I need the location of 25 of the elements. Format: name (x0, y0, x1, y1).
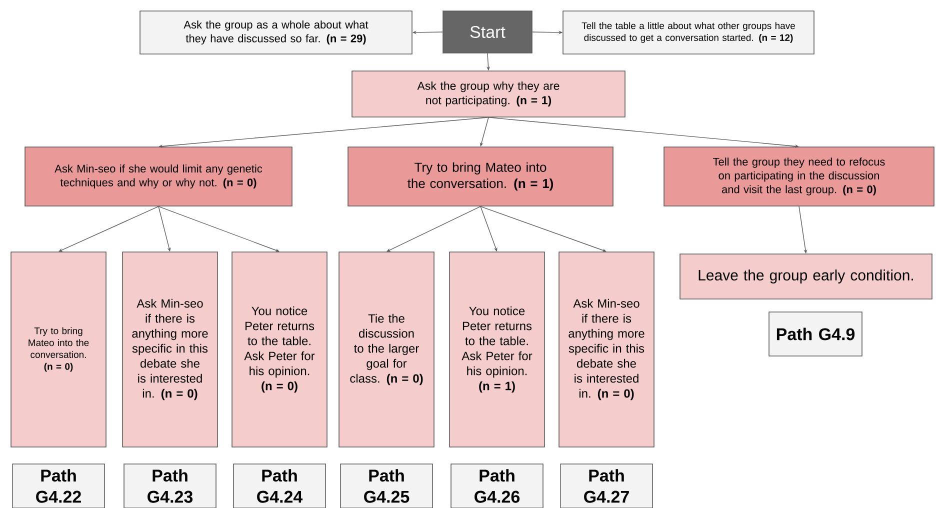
path-label-box: Path G4.25 (340, 464, 433, 508)
start-box: Start (442, 10, 532, 54)
action-box: Ask the group as a whole about what they have discussed so far. (n = 29) (140, 10, 412, 54)
path-label-box: Path G4.9 (768, 312, 862, 356)
action-box: Ask Min-seo if there is anything more specific in this debate she is interested in. (n = 0) (122, 252, 218, 448)
arrow (386, 206, 481, 252)
action-box: Tell the group they need to refocus on participating in the discussion and visit the last group. (n = 0) (664, 146, 934, 206)
action-box: You notice Peter returns to the table. Ask Peter for his opinion. (n = 1) (449, 252, 545, 448)
path-label-box: Path G4.26 (450, 464, 544, 508)
path-label-box: Path G4.22 (12, 464, 105, 508)
action-box: Ask the group why they are not participating. (n = 1) (352, 70, 626, 118)
action-box: Try to bring Mateo into the conversation. (n = 0) (10, 252, 106, 448)
action-box: Tell the table a little about what other groups have discussed to get a conversation started. (n = 12) (562, 10, 814, 54)
path-label-box: Path G4.23 (124, 464, 216, 508)
arrow (480, 206, 606, 252)
end-box: Leave the group early condition. (680, 254, 932, 300)
path-label-box: Path G4.24 (233, 464, 326, 508)
action-box: Try to bring Mateo into the conversation. (n = 1) (348, 146, 614, 206)
action-box: Ask Min-seo if she would limit any genetic techniques and why or why not. (n = 0) (24, 146, 292, 206)
arrow (158, 206, 280, 252)
arrow (58, 206, 159, 252)
action-box: Ask Min-seo if there is anything more specific in this debate she is interested in. (n = 0) (558, 252, 654, 448)
action-box: Tie the discussion to the larger goal for class. (n = 0) (338, 252, 434, 448)
path-label-box: Path G4.27 (560, 464, 653, 508)
action-box: You notice Peter returns to the table. Ask Peter for his opinion. (n = 0) (232, 252, 328, 448)
